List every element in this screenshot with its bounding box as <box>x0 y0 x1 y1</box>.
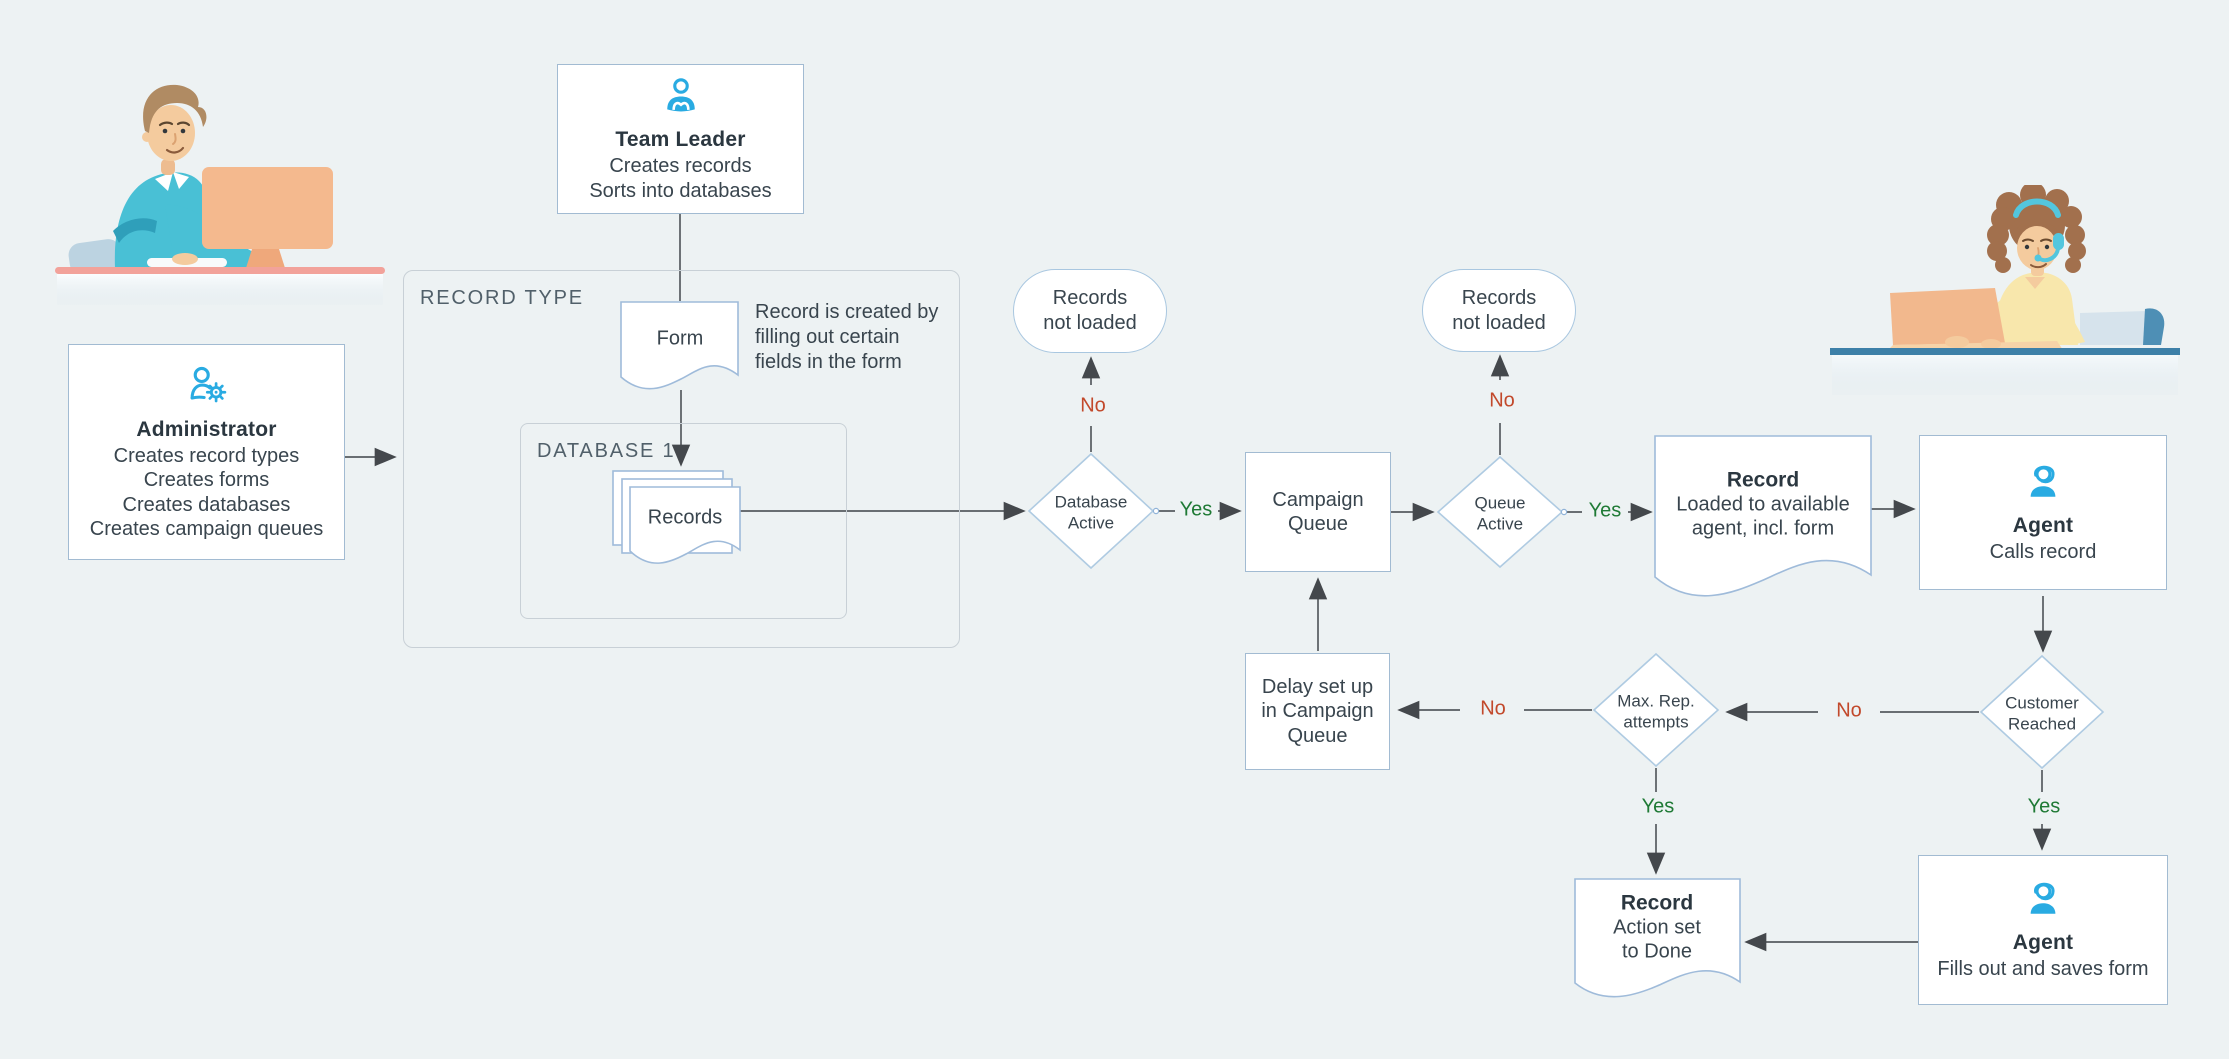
laptop-screen <box>1890 288 2005 345</box>
customer-reached-diamond <box>1979 654 2105 770</box>
sweater-arm <box>2067 309 2085 345</box>
queue-active-label: Queue Active <box>1474 493 1526 533</box>
connector-dot <box>1152 507 1160 515</box>
max-rep-label: Max. Rep. attempts <box>1617 691 1695 731</box>
database1-container <box>520 423 847 619</box>
team-leader-title: Team Leader <box>615 128 746 152</box>
form-document <box>620 301 739 390</box>
records-label: Records <box>647 506 723 529</box>
eyebrow <box>176 121 191 127</box>
customer-no-label: No <box>1836 699 1862 722</box>
campaign-queue-label: Campaign Queue <box>1272 488 1364 535</box>
eye <box>180 128 186 134</box>
records-not-loaded-left: Records not loaded <box>1013 269 1167 353</box>
face <box>2017 226 2057 270</box>
smile <box>165 146 185 154</box>
form-note: Record is created by filling out certain… <box>755 301 939 373</box>
agent-headset-icon <box>2030 883 2056 915</box>
eyebrow <box>2022 238 2034 242</box>
campaign-queue-node: Campaign Queue <box>1245 452 1391 572</box>
decision-diamonds <box>1027 452 2105 770</box>
hand <box>1981 339 2001 349</box>
administrator-body: Creates record types Creates forms Creat… <box>89 444 324 540</box>
db-active-yes-label: Yes <box>1179 498 1213 521</box>
fringe <box>2017 221 2057 231</box>
headset-earcup <box>2053 233 2064 250</box>
queue-active-yes-label: Yes <box>1588 499 1622 522</box>
user-gear-icon <box>190 366 226 403</box>
ear <box>142 132 152 142</box>
db-active-no-label: No <box>1080 394 1106 417</box>
hair <box>143 84 207 133</box>
sleeve-stripe <box>113 218 157 243</box>
record-done-body: Action set to Done <box>1613 916 1701 963</box>
hand <box>1945 336 1969 348</box>
team-leader-node: Team Leader Creates records Sorts into d… <box>557 64 804 214</box>
chest <box>2025 277 2045 289</box>
max-rep-diamond <box>1592 652 1720 768</box>
administrator-illustration <box>55 84 385 305</box>
agent-calls-node: Agent Calls record <box>1919 435 2167 590</box>
maxrep-no-label: No <box>1480 697 1506 720</box>
database1-label: DATABASE 1 <box>537 440 676 462</box>
administrator-node: Administrator Creates record types Creat… <box>68 344 345 560</box>
record-done-title: Record <box>1620 891 1694 915</box>
chair-frame <box>2143 308 2165 345</box>
hand <box>172 253 198 265</box>
document-shapes <box>612 301 1872 998</box>
record-type-container <box>403 270 960 648</box>
agent-headset-icon <box>2030 465 2056 497</box>
customer-reached-label: Customer Reached <box>2005 693 2079 733</box>
nose <box>172 133 177 145</box>
record-type-label: RECORD TYPE <box>420 287 584 309</box>
eye <box>162 128 168 134</box>
database-active-label: Database Active <box>1054 492 1128 532</box>
eye <box>2024 244 2030 250</box>
agent-fills-body: Fills out and saves form <box>1937 958 2149 981</box>
eyebrow <box>158 121 174 127</box>
customer-yes-label: Yes <box>2027 795 2061 818</box>
sweater-torso <box>1994 272 2078 345</box>
connector-dot <box>1560 508 1568 516</box>
delay-setup-label: Delay set up in Campaign Queue <box>1261 675 1374 747</box>
collar <box>155 172 173 191</box>
desk-edge <box>1830 348 2180 355</box>
delay-setup-node: Delay set up in Campaign Queue <box>1245 653 1390 770</box>
desk-front <box>1832 355 2178 395</box>
records-not-loaded-right: Records not loaded <box>1422 269 1576 352</box>
neck <box>161 159 175 175</box>
agent-calls-title: Agent <box>2012 513 2074 537</box>
record-loaded-title: Record <box>1726 468 1800 492</box>
chair-back <box>2080 310 2162 345</box>
form-label: Form <box>656 327 704 350</box>
team-icon <box>666 78 695 112</box>
agent-illustration <box>1830 185 2180 395</box>
agent-fills-node: Agent Fills out and saves form <box>1918 855 2168 1005</box>
chair <box>68 239 122 275</box>
record-done-document <box>1574 878 1741 998</box>
queue-active-no-label: No <box>1489 389 1515 412</box>
eye <box>2044 244 2050 250</box>
monitor-stand <box>246 249 285 268</box>
headset-band <box>2013 198 2061 218</box>
collar <box>173 172 189 189</box>
administrator-title: Administrator <box>136 417 277 441</box>
desk-edge <box>55 267 385 274</box>
agent-fills-title: Agent <box>2012 931 2074 955</box>
maxrep-yes-label: Yes <box>1641 795 1675 818</box>
headset-mic <box>2038 247 2060 263</box>
record-loaded-text: Record Loaded to available agent, incl. … <box>1657 469 1869 542</box>
records-document <box>629 486 741 564</box>
monitor <box>202 167 333 249</box>
eyebrow <box>2040 238 2052 242</box>
team-leader-body: Creates records Sorts into databases <box>589 155 772 202</box>
record-loaded-document <box>1654 435 1872 597</box>
record-loaded-body: Loaded to available agent, incl. form <box>1676 493 1850 540</box>
headset-mic-tip <box>2034 254 2042 262</box>
record-done-text: Record Action set to Done <box>1577 892 1737 965</box>
agent-calls-body: Calls record <box>1989 540 2097 563</box>
smile <box>2030 263 2047 269</box>
desk-front <box>57 274 383 305</box>
